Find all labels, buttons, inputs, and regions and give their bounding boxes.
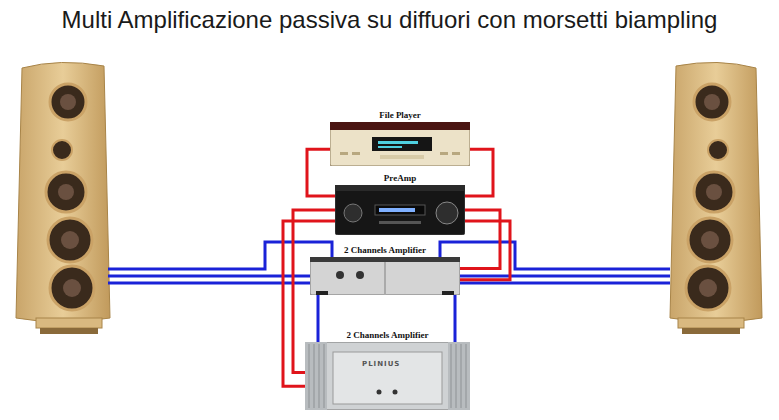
device-illustration (310, 257, 460, 295)
speaker-left (16, 62, 110, 334)
speaker-right (670, 62, 762, 334)
brand-label: PLINIUS (362, 360, 400, 368)
audio-cable (460, 210, 500, 268)
device-label: 2 Channels Amplifier (342, 245, 428, 255)
device-illustration (305, 342, 470, 410)
device-label: 2 Channels Amplifier (344, 330, 430, 340)
device-box: 2 Channels Amplifier (310, 257, 460, 295)
audio-cable (460, 221, 510, 280)
device-illustration (335, 185, 465, 235)
device-label: PreAmp (382, 173, 418, 183)
device-label: File Player (377, 110, 423, 120)
device-box: PreAmp (335, 185, 465, 235)
device-box: 2 Channels Amplifier (305, 342, 470, 410)
device-illustration (330, 122, 470, 166)
speaker-cable (108, 242, 670, 344)
device-box: File Player (330, 122, 470, 166)
diagram-title: Multi Amplificazione passiva su diffuori… (0, 6, 779, 34)
